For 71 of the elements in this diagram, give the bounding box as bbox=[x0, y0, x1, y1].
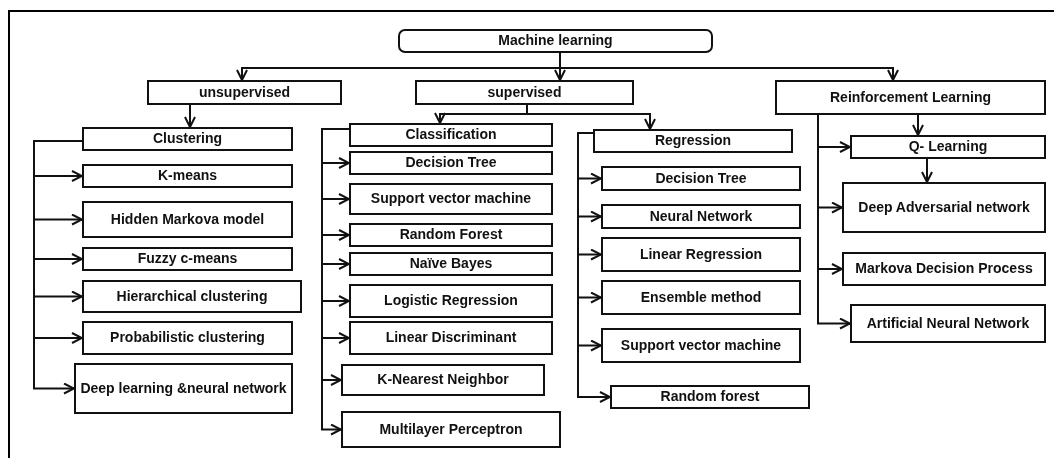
box-label: Hierarchical clustering bbox=[116, 288, 268, 305]
category-box bbox=[349, 151, 553, 175]
box-label: supervised bbox=[487, 84, 562, 101]
category-box bbox=[842, 182, 1046, 233]
category-box bbox=[349, 284, 553, 318]
box-label: Multilayer Perceptron bbox=[379, 421, 523, 438]
box-label: Ensemble method bbox=[640, 289, 762, 306]
box-label: Fuzzy c-means bbox=[137, 251, 238, 267]
box-label: Random Forest bbox=[399, 227, 503, 243]
box-label: Naïve Bayes bbox=[409, 256, 493, 272]
category-box bbox=[82, 280, 302, 313]
box-label: Support vector machine bbox=[620, 337, 782, 354]
arrow bbox=[912, 114, 924, 136]
box-label: Deep learning &neural network bbox=[80, 380, 287, 397]
category-box bbox=[775, 80, 1046, 115]
category-box bbox=[850, 135, 1046, 159]
box-label: Random forest bbox=[660, 389, 760, 405]
category-box bbox=[850, 304, 1046, 343]
category-box bbox=[349, 321, 553, 355]
box-label: Clustering bbox=[152, 131, 223, 147]
arrow bbox=[321, 128, 350, 436]
category-box bbox=[349, 252, 553, 276]
category-box bbox=[349, 223, 553, 247]
box-label: K-means bbox=[157, 168, 218, 184]
category-box bbox=[82, 127, 293, 151]
box-label: Probabilistic clustering bbox=[110, 330, 265, 346]
box-label: Hidden Markova model bbox=[110, 211, 265, 228]
box-label: Artificial Neural Network bbox=[866, 315, 1030, 332]
box-label: Machine learning bbox=[498, 33, 613, 49]
box-label: Linear Discriminant bbox=[385, 330, 517, 346]
category-box bbox=[601, 328, 801, 363]
category-box bbox=[82, 321, 293, 355]
category-box bbox=[610, 385, 810, 409]
category-box bbox=[82, 247, 293, 271]
category-box bbox=[147, 80, 342, 105]
arrow bbox=[577, 132, 611, 403]
arrow bbox=[921, 158, 933, 183]
box-label: Decision Tree bbox=[655, 170, 747, 187]
category-box bbox=[601, 237, 801, 272]
category-box bbox=[349, 183, 553, 215]
arrow bbox=[184, 104, 196, 128]
category-box bbox=[842, 252, 1046, 286]
category-box bbox=[415, 80, 634, 105]
box-label: Logistic Regression bbox=[384, 293, 518, 309]
category-box bbox=[601, 204, 801, 229]
box-label: K-Nearest Neighbor bbox=[377, 372, 509, 388]
arrow bbox=[33, 140, 83, 395]
box-label: Markova Decision Process bbox=[855, 261, 1033, 277]
box-label: Classification bbox=[405, 127, 497, 143]
arrow bbox=[526, 104, 656, 130]
box-label: Decision Tree bbox=[405, 155, 497, 171]
arrow bbox=[817, 114, 851, 330]
category-box bbox=[593, 129, 793, 153]
category-box bbox=[341, 364, 545, 396]
box-label: Reinforcement Learning bbox=[830, 89, 991, 106]
box-label: Deep Adversarial network bbox=[858, 199, 1030, 216]
box-label: Linear Regression bbox=[639, 246, 763, 263]
category-box bbox=[349, 123, 553, 147]
category-box bbox=[82, 201, 293, 238]
category-box bbox=[82, 164, 293, 188]
arrow bbox=[559, 52, 899, 81]
category-box bbox=[398, 29, 713, 53]
category-box bbox=[601, 280, 801, 315]
category-box bbox=[601, 166, 801, 191]
category-box bbox=[74, 363, 293, 414]
box-label: Regression bbox=[654, 133, 732, 149]
box-label: Support vector machine bbox=[370, 191, 532, 207]
box-label: Q- Learning bbox=[908, 139, 988, 155]
box-label: unsupervised bbox=[199, 84, 290, 101]
category-box bbox=[341, 411, 561, 448]
box-label: Neural Network bbox=[649, 208, 753, 225]
